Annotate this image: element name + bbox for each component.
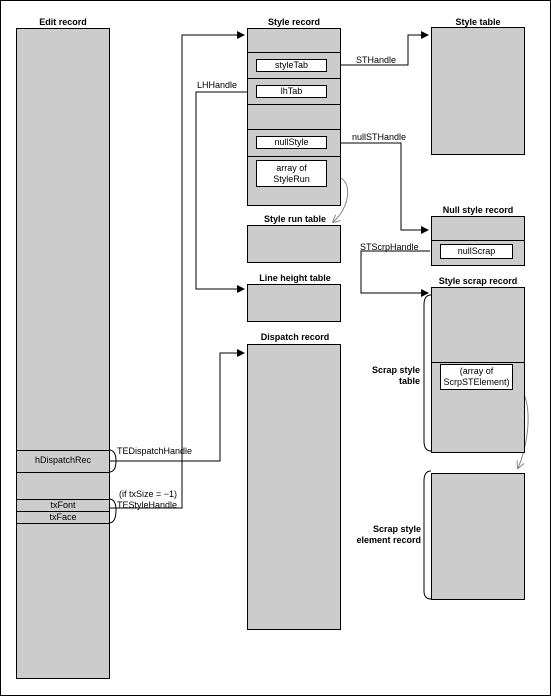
style-record-divider: [247, 129, 341, 130]
style-record-divider: [247, 52, 341, 53]
style-run-table-box: [247, 225, 341, 263]
style-record-divider: [247, 156, 341, 157]
line-height-table-box: [247, 284, 341, 322]
lhtab-field: lhTab: [256, 85, 327, 98]
null-st-handle-label: nullSTHandle: [352, 132, 407, 142]
edit-record-divider: [16, 450, 110, 451]
edit-record-title: Edit record: [39, 17, 87, 27]
style-scrap-record-divider: [431, 362, 525, 363]
style-scrap-record-title: Style scrap record: [438, 276, 518, 286]
dispatch-record-box: [247, 344, 341, 630]
element-record-bracket: [423, 470, 432, 600]
null-st-handle-connector: [340, 142, 429, 234]
scrap-style-element-record-label: Scrap style element record: [356, 524, 421, 545]
st-scrp-handle-label: STScrpHandle: [360, 242, 419, 252]
edit-record-box: [16, 28, 110, 679]
txfont-field: txFont: [50, 500, 76, 510]
edit-record-divider: [16, 472, 110, 473]
te-dispatch-handle-connector: [109, 349, 245, 462]
style-table-title: Style table: [455, 17, 501, 27]
st-handle-label: STHandle: [356, 55, 397, 65]
style-record-title: Style record: [267, 17, 321, 27]
style-table-box: [431, 27, 525, 155]
te-dispatch-handle-label: TEDispatchHandle: [117, 446, 193, 456]
if-txsize-label: (if txSize = −1): [119, 489, 178, 499]
te-style-handle-connector: [109, 31, 245, 509]
nullscrap-field: nullScrap: [440, 244, 513, 259]
edit-record-divider: [16, 523, 110, 524]
st-scrp-handle-connector: [360, 250, 430, 297]
style-record-divider: [247, 78, 341, 79]
line-height-table-title: Line height table: [259, 273, 331, 283]
null-style-record-title: Null style record: [442, 205, 514, 215]
st-handle-connector: [340, 31, 429, 66]
lh-handle-label: LHHandle: [197, 80, 238, 90]
dispatch-record-title: Dispatch record: [260, 332, 330, 342]
scrap-style-table-bracket: [423, 294, 432, 452]
scrap-style-table-label: Scrap style table: [371, 365, 420, 386]
array-of-scrpstelement-field: (array of ScrpSTElement): [440, 364, 513, 390]
txface-field: txFace: [49, 512, 77, 522]
style-run-table-pointer: [333, 177, 349, 222]
edit-record-divider: [16, 511, 110, 512]
nullstyle-field: nullStyle: [256, 136, 327, 149]
txfont-txface-bracket: [108, 498, 117, 524]
te-style-handle-label: TEStyleHandle: [117, 500, 178, 510]
scrap-style-element-record-box: [431, 473, 525, 600]
hdispatchrec-field: hDispatchRec: [34, 455, 92, 465]
hdispatchrec-bracket: [108, 449, 117, 473]
array-of-stylerun-field: array of StyleRun: [256, 160, 327, 187]
styletab-field: styleTab: [256, 59, 327, 72]
lh-handle-connector: [195, 91, 247, 293]
style-run-table-title: Style run table: [263, 214, 326, 224]
null-style-record-divider: [431, 240, 525, 241]
edit-record-divider: [16, 499, 110, 500]
style-record-divider: [247, 104, 341, 105]
